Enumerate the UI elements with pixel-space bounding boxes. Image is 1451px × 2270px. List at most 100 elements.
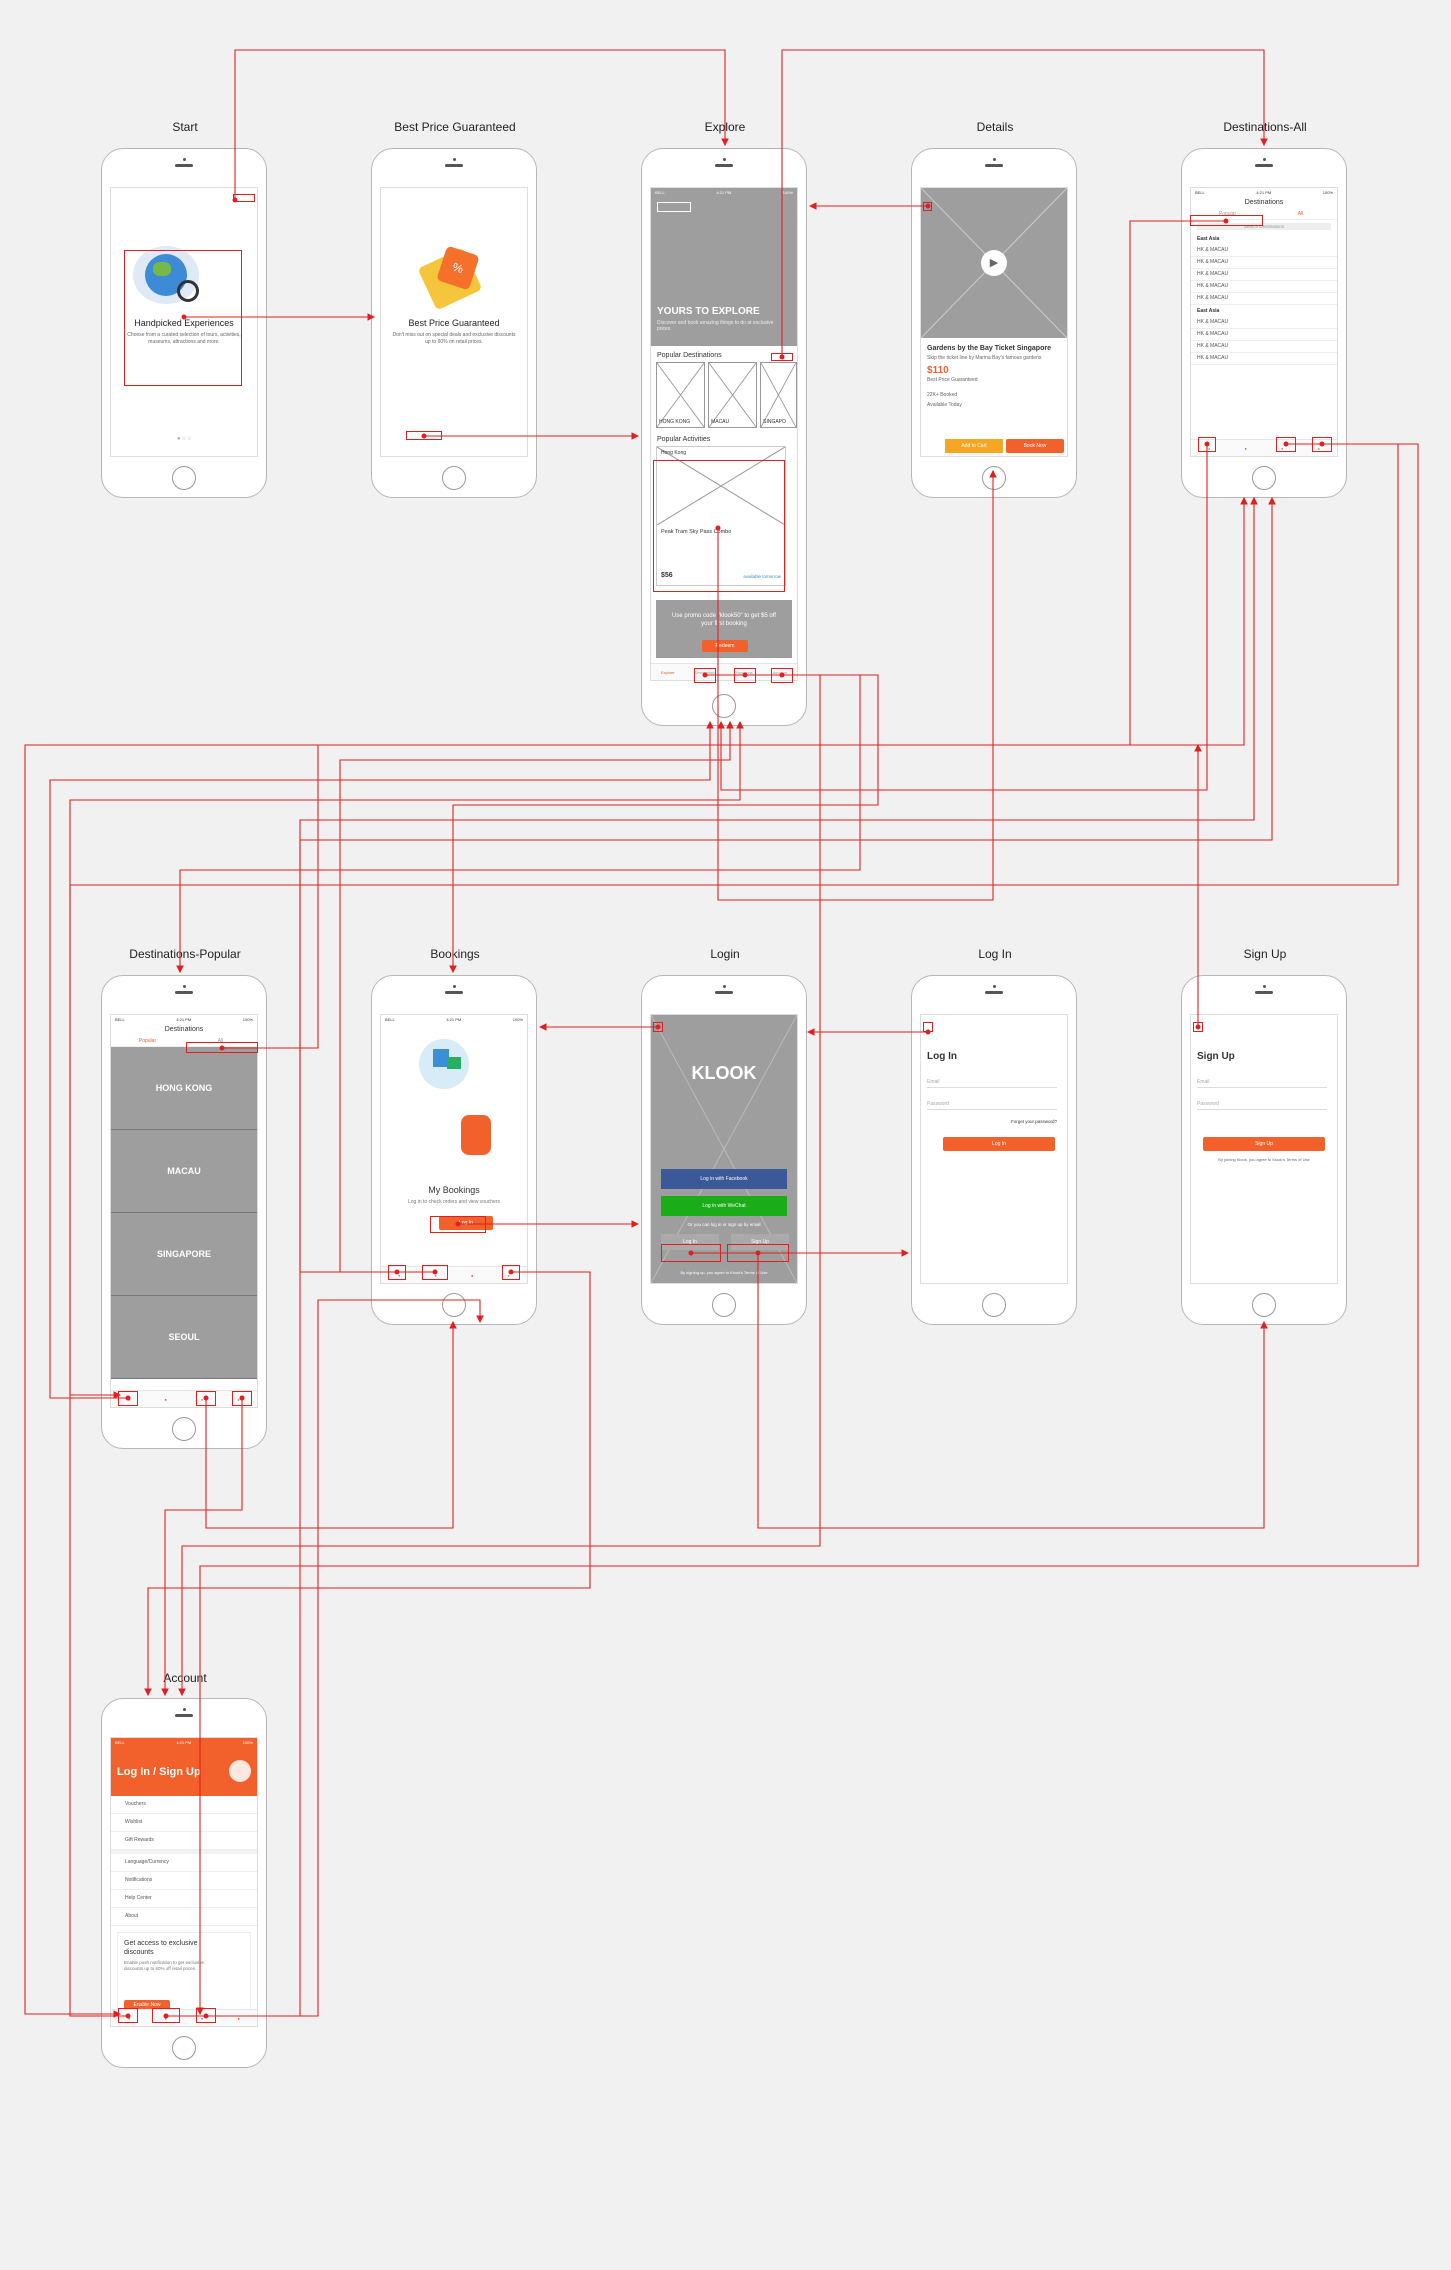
promo-redeem-button[interactable]: Redeem xyxy=(702,640,748,652)
list-item[interactable]: HK & MACAU xyxy=(1191,341,1337,353)
hotspot-nav-account[interactable] xyxy=(1312,437,1332,452)
home-button[interactable] xyxy=(442,466,466,490)
nav-bookings[interactable]: ● xyxy=(201,2015,204,2021)
play-icon[interactable]: ▶ xyxy=(981,250,1007,276)
list-item[interactable]: HK & MACAU xyxy=(1191,257,1337,269)
nav-destinations[interactable]: ● xyxy=(1244,445,1247,451)
sign-up-button[interactable]: Sign Up xyxy=(1203,1137,1325,1151)
hotspot-nav-account[interactable] xyxy=(771,668,793,683)
hotspot-start-content[interactable] xyxy=(124,250,242,386)
account-login-link[interactable]: Log In / Sign Up xyxy=(117,1766,201,1778)
hotspot-nav-explore[interactable] xyxy=(388,1265,406,1280)
destination-tile[interactable]: SINGAPORE xyxy=(111,1213,257,1296)
account-menu-item[interactable]: Language/Currency xyxy=(111,1850,257,1872)
title-account: Account xyxy=(163,1671,207,1685)
title-destinations-popular: Destinations-Popular xyxy=(129,947,241,961)
destination-tile[interactable]: HONG KONG xyxy=(111,1047,257,1130)
home-button[interactable] xyxy=(712,1293,736,1317)
list-item[interactable]: HK & MACAU xyxy=(1191,281,1337,293)
destination-card[interactable]: SINGAPO xyxy=(760,362,797,428)
home-button[interactable] xyxy=(982,466,1006,490)
email-field[interactable]: Email xyxy=(927,1079,1057,1088)
hotspot-nav-destinations[interactable] xyxy=(694,668,716,683)
hotspot-popular-more[interactable] xyxy=(771,353,793,361)
home-button[interactable] xyxy=(442,1293,466,1317)
wechat-login-button[interactable]: Log in with WeChat xyxy=(661,1196,787,1216)
list-item[interactable]: HK & MACAU xyxy=(1191,317,1337,329)
account-menu-item[interactable]: Notifications xyxy=(111,1872,257,1890)
hotspot-login-email[interactable] xyxy=(661,1244,721,1262)
skip-button[interactable] xyxy=(233,194,255,202)
home-button[interactable] xyxy=(712,694,736,718)
hotspot-nav-destinations[interactable] xyxy=(422,1265,448,1280)
log-in-button[interactable]: Log In xyxy=(943,1137,1055,1151)
destination-card[interactable]: HONG KONG xyxy=(656,362,706,428)
details-availability: Available Today xyxy=(927,402,962,408)
hotspot-sign-up-back[interactable] xyxy=(1193,1022,1203,1032)
list-item[interactable]: HK & MACAU xyxy=(1191,329,1337,341)
home-button[interactable] xyxy=(172,1417,196,1441)
list-item[interactable]: HK & MACAU xyxy=(1191,245,1337,257)
title-details: Details xyxy=(976,120,1014,134)
hotspot-nav-bookings[interactable] xyxy=(196,2008,216,2023)
hotspot-nav-account[interactable] xyxy=(502,1265,520,1280)
destination-tile[interactable]: SEOUL xyxy=(111,1296,257,1379)
avatar[interactable] xyxy=(229,1760,251,1782)
page-dots: ● ○ ○ xyxy=(176,436,192,442)
hotspot-login-close[interactable] xyxy=(653,1022,663,1032)
account-menu-item[interactable]: About xyxy=(111,1908,257,1926)
screen-details: ▶ Gardens by the Bay Ticket Singapore Sk… xyxy=(920,187,1068,457)
hotspot-nav-account[interactable] xyxy=(232,1391,252,1406)
hotspot-nav-explore[interactable] xyxy=(118,2008,138,2023)
account-menu-item[interactable]: Gift Rewards xyxy=(111,1832,257,1850)
title-bookings: Bookings xyxy=(430,947,480,961)
hotspot-nav-destinations[interactable] xyxy=(152,2008,180,2023)
hotspot-nav-bookings[interactable] xyxy=(734,668,756,683)
forgot-password-link[interactable]: Forget your password? xyxy=(1010,1119,1057,1124)
list-item[interactable]: HK & MACAU xyxy=(1191,293,1337,305)
hotspot-nav-bookings[interactable] xyxy=(1276,437,1296,452)
book-now-button[interactable]: Book Now xyxy=(1006,439,1064,453)
hotspot-nav-explore[interactable] xyxy=(1198,437,1216,452)
tab-popular[interactable]: Popular xyxy=(138,1038,157,1044)
hotspot-activity[interactable] xyxy=(653,460,785,592)
account-menu-item[interactable]: Help Center xyxy=(111,1890,257,1908)
add-to-cart-button[interactable]: Add to Cart xyxy=(945,439,1003,453)
nav-destinations[interactable]: ● xyxy=(164,1396,167,1402)
destination-card[interactable]: MACAU xyxy=(708,362,758,428)
hotspot-tab-all[interactable] xyxy=(186,1042,258,1053)
account-menu-item[interactable]: Vouchers xyxy=(111,1796,257,1814)
facebook-login-button[interactable]: Log in with Facebook xyxy=(661,1169,787,1189)
home-button[interactable] xyxy=(172,2036,196,2060)
nav-explore[interactable]: Explore xyxy=(660,669,675,675)
password-field[interactable]: Password xyxy=(1197,1101,1327,1110)
details-media: ▶ xyxy=(921,188,1067,338)
hotspot-nav-bookings[interactable] xyxy=(196,1391,216,1406)
list-item[interactable]: HK & MACAU xyxy=(1191,269,1337,281)
password-field[interactable]: Password xyxy=(927,1101,1057,1110)
email-field[interactable]: Email xyxy=(1197,1079,1327,1088)
hotspot-bookings-login[interactable] xyxy=(430,1216,486,1233)
bookings-illustration xyxy=(419,1039,469,1089)
hotspot-details-back[interactable] xyxy=(923,202,932,211)
hotspot-best-skip[interactable] xyxy=(406,431,442,440)
home-button[interactable] xyxy=(172,466,196,490)
nav-account[interactable]: ● xyxy=(237,2015,240,2021)
tab-all[interactable]: All xyxy=(1297,211,1304,217)
account-menu-item[interactable]: Wishlist xyxy=(111,1814,257,1832)
hotspot-nav-explore[interactable] xyxy=(118,1391,138,1406)
hotspot-signup-email[interactable] xyxy=(727,1244,789,1262)
list-item[interactable]: HK & MACAU xyxy=(1191,353,1337,365)
screen-best-price: % Best Price Guaranteed Don't miss out o… xyxy=(380,187,528,457)
home-button[interactable] xyxy=(982,1293,1006,1317)
home-button[interactable] xyxy=(1252,1293,1276,1317)
hotspot-log-in-back[interactable] xyxy=(923,1022,933,1032)
nav-bookings[interactable]: ● xyxy=(471,1272,474,1278)
hotspot-tab-popular[interactable] xyxy=(1190,215,1263,226)
home-button[interactable] xyxy=(1252,466,1276,490)
destination-tile[interactable]: MACAU xyxy=(111,1130,257,1213)
